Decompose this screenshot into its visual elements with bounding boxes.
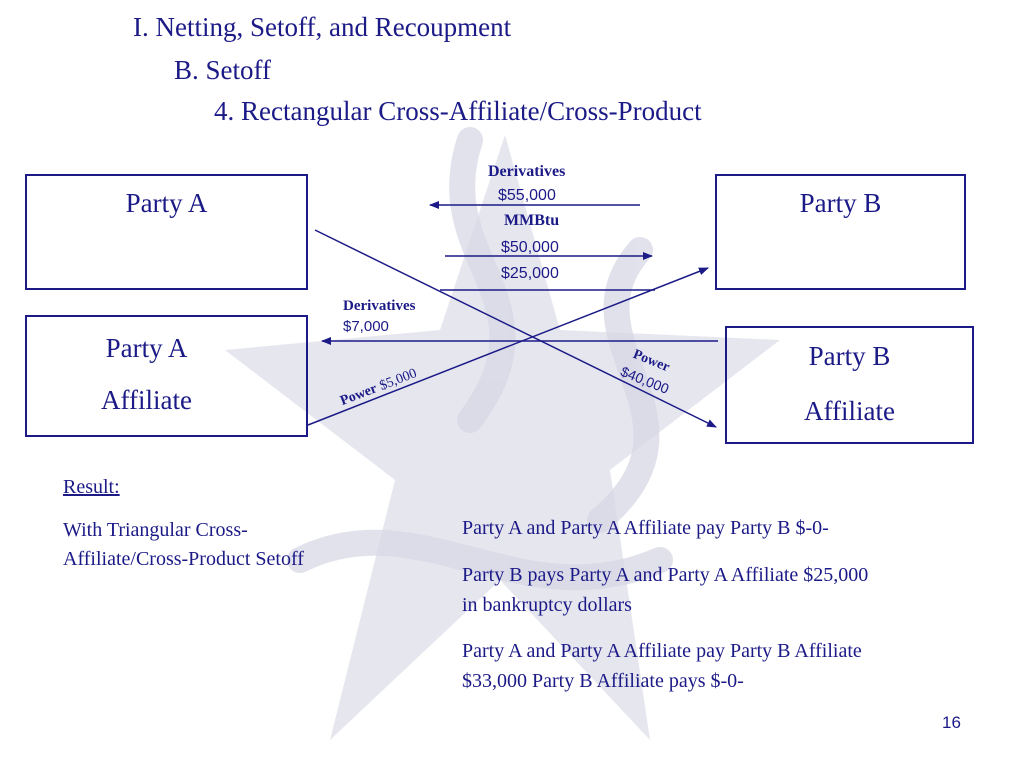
party-a-affiliate-line1: Party A [105,333,188,363]
party-a-box: Party A [25,174,308,290]
derivatives-top-value: $55,000 [498,187,556,204]
outcome-3-line2: $33,000 Party B Affiliate pays $-0- [462,670,744,692]
party-b-box: Party B [715,174,966,290]
arrow-power-5000 [307,267,709,426]
arrow-power-40000 [314,229,717,428]
page-number: 16 [942,713,961,732]
result-line2: Affiliate/Cross-Product Setoff [63,548,304,570]
party-a-affiliate-box: Party A Affiliate [25,315,308,437]
outcome-2-line1: Party B pays Party A and Party A Affilia… [462,564,869,586]
heading-level2: B. Setoff [174,55,272,85]
outcome-2-line2: in bankruptcy dollars [462,594,632,616]
party-a-affiliate-line2: Affiliate [101,385,192,415]
outcome-1: Party A and Party A Affiliate pay Party … [462,517,829,539]
mmbtu-title: MMBtu [504,212,560,229]
derivatives-left-value: $7,000 [343,318,389,335]
heading-level3: 4. Rectangular Cross-Affiliate/Cross-Pro… [214,96,702,126]
mmbtu-value-25000: $25,000 [501,265,559,282]
mmbtu-value-50000: $50,000 [501,239,559,256]
derivatives-left-title: Derivatives [343,298,416,314]
party-b-affiliate-line2: Affiliate [804,396,895,426]
party-b-affiliate-line1: Party B [808,341,891,371]
party-a-label: Party A [125,188,208,218]
result-heading: Result: [63,476,120,498]
derivatives-top-title: Derivatives [488,163,566,180]
heading-level1: I. Netting, Setoff, and Recoupment [133,12,512,42]
result-line1: With Triangular Cross- [63,519,248,541]
party-b-label: Party B [799,188,882,218]
outcome-3-line1: Party A and Party A Affiliate pay Party … [462,640,862,662]
party-b-affiliate-box: Party B Affiliate [725,326,974,444]
